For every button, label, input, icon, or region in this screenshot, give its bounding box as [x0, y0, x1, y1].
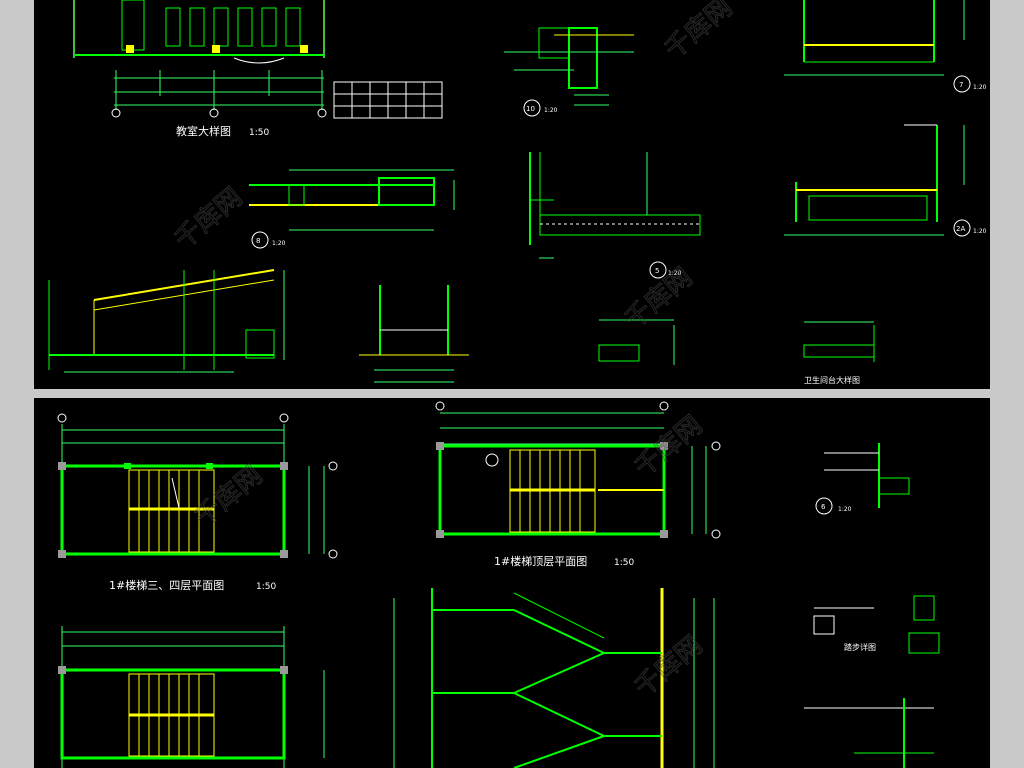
detail-section-a [504, 27, 634, 106]
drawing-canvas-bottom: 1#楼梯三、四层平面图 1:50 [57, 401, 940, 768]
marker-label: 6 [821, 503, 826, 511]
stair-plan-top-floor [435, 401, 721, 539]
plan-34-title: 1#楼梯三、四层平面图 [109, 578, 224, 592]
classroom-detail-title: 教室大样图 [176, 124, 231, 138]
marker-label: 8 [256, 237, 260, 245]
plan-top-scale: 1:50 [614, 558, 634, 568]
right-detail-title: 卫生间台大样图 [804, 375, 860, 385]
marker-label: 7 [959, 81, 963, 89]
marker-label: 10 [526, 105, 535, 113]
detail-section-7 [784, 0, 965, 76]
classroom-detail-scale: 1:50 [249, 128, 269, 138]
plan-34-scale: 1:50 [256, 582, 276, 592]
watermark-text: 千库网 [659, 0, 738, 65]
right-detail-title: 踏步详图 [844, 642, 876, 652]
detail-marker-5 [649, 261, 667, 279]
marker-scale: 1:20 [272, 240, 286, 247]
marker-label: 5 [655, 267, 659, 275]
detail-marker-2a [953, 219, 971, 237]
marker-scale: 1:20 [668, 270, 682, 277]
stair-section [393, 588, 715, 768]
marker-scale: 1:20 [544, 107, 558, 114]
drawing-sheet-bottom: 1#楼梯三、四层平面图 1:50 [34, 398, 990, 768]
marker-scale: 1:20 [838, 506, 852, 513]
detail-marker-7 [953, 75, 971, 93]
detail-marker-6 [815, 497, 833, 515]
detail-section-2a [784, 124, 965, 236]
floor-detail-small [598, 319, 875, 365]
watermark-text: 千库网 [629, 630, 708, 703]
detail-marker-10 [523, 99, 541, 117]
railing-section [48, 269, 285, 373]
stair-plan-floors-3-4 [57, 413, 338, 559]
watermark-text: 千库网 [169, 182, 248, 255]
classroom-elevation [73, 0, 443, 119]
drawing-canvas-top: 教室大样图 1:50 10 1:20 8 1:20 [48, 0, 987, 385]
drawing-sheet-top: 教室大样图 1:50 10 1:20 8 1:20 [34, 0, 990, 389]
marker-scale: 1:20 [973, 228, 987, 235]
detail-section-8 [249, 169, 455, 231]
parapet-section [359, 285, 469, 383]
marker-scale: 1:20 [973, 84, 987, 91]
marker-label: 2A [956, 225, 965, 233]
stair-plan-lower [58, 626, 325, 768]
watermark-text: 千库网 [189, 460, 268, 533]
right-small-details [804, 443, 940, 768]
detail-marker-8 [251, 231, 269, 249]
detail-section-5 [529, 152, 701, 259]
plan-top-title: 1#楼梯顶层平面图 [494, 554, 587, 568]
